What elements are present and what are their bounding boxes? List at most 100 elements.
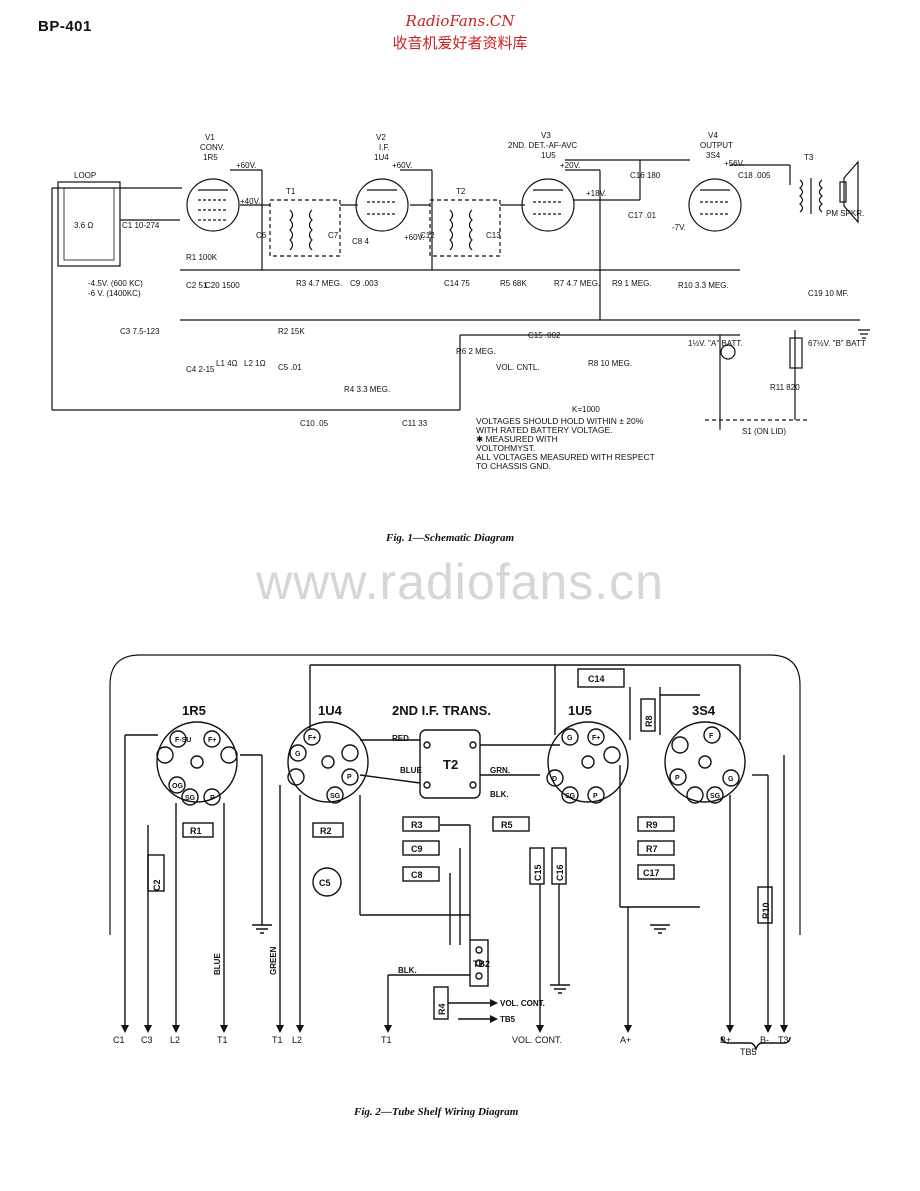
c11-label: C11 33 <box>402 419 428 428</box>
part-r9 <box>637 816 675 832</box>
c7-label: C7 <box>328 231 339 240</box>
wiring-diagram: 1R5 1U4 2ND I.F. TRANS. 1U5 3S4 T2 F-SU … <box>109 654 801 1055</box>
part-r5 <box>492 816 530 832</box>
r7-label: R7 4.7 MEG. <box>554 279 600 288</box>
v3-ref: V3 <box>541 131 551 140</box>
bias-note-1: -4.5V. (600 KC) <box>88 279 143 288</box>
svg-text:SG: SG <box>565 793 576 800</box>
c14-label: C14 75 <box>444 279 470 288</box>
transformer-t2 <box>419 729 481 799</box>
svg-text:C1: C1 <box>113 1035 125 1045</box>
fig2-caption: Fig. 2—Tube Shelf Wiring Diagram <box>354 1106 519 1118</box>
svg-text:R5: R5 <box>501 820 513 830</box>
r5-label: R5 68K <box>500 279 527 288</box>
v18-label: +18V. <box>586 189 606 198</box>
s1-label: S1 (ON LID) <box>742 427 786 436</box>
svg-text:R8: R8 <box>644 715 654 727</box>
svg-text:F+: F+ <box>208 737 216 744</box>
svg-text:G: G <box>728 776 734 783</box>
t2-title: T2 <box>443 757 458 772</box>
vneg7-label: -7V. <box>672 223 686 232</box>
v3-type: 1U5 <box>541 151 556 160</box>
b-batt-label: 67½V. "B" BATT <box>808 339 866 348</box>
c10-label: C10 .05 <box>300 419 329 428</box>
v3-func: 2ND. DET.-AF-AVC <box>508 141 577 150</box>
svg-text:VOL. CONT.: VOL. CONT. <box>500 999 545 1008</box>
l2-label: L2 1Ω <box>244 359 266 368</box>
svg-text:P: P <box>210 795 215 802</box>
v60c-label: +60V. <box>404 233 424 242</box>
c8-label: C8 4 <box>352 237 369 246</box>
part-tb2 <box>469 939 489 987</box>
v20-label: +20V. <box>560 161 580 170</box>
svg-text:SG: SG <box>185 795 196 802</box>
c9-label: C9 .003 <box>350 279 379 288</box>
c20-label: C20 1500 <box>205 281 240 290</box>
part-c16 <box>637 864 675 880</box>
v60b-label: +60V. <box>392 161 412 170</box>
part-r8 <box>640 698 656 732</box>
svg-text:TB2: TB2 <box>473 959 490 969</box>
svg-text:G: G <box>295 751 301 758</box>
spkr-label: PM SPKR. <box>826 209 864 218</box>
r1-label: R1 100K <box>186 253 218 262</box>
svg-text:GRN.: GRN. <box>490 766 510 775</box>
svg-text:C5: C5 <box>319 878 331 888</box>
svg-text:C3: C3 <box>141 1035 153 1045</box>
part-c15 <box>529 847 545 885</box>
svg-text:R1: R1 <box>190 826 202 836</box>
v2-func: I.F. <box>379 143 390 152</box>
svg-text:L2: L2 <box>170 1035 180 1045</box>
svg-text:C17: C17 <box>643 868 660 878</box>
svg-text:BLUE: BLUE <box>400 766 422 775</box>
transformer-t1-box <box>269 199 341 257</box>
svg-text:F: F <box>709 733 714 740</box>
svg-text:P: P <box>347 774 352 781</box>
loop-antenna-frame <box>57 181 121 267</box>
svg-text:C8: C8 <box>411 870 423 880</box>
vol-label: VOL. CNTL. <box>496 363 540 372</box>
c15-label: C15 .002 <box>528 331 561 340</box>
v40-label: +40V. <box>240 197 260 206</box>
svg-text:SG: SG <box>710 793 721 800</box>
t1-label: T1 <box>286 187 296 196</box>
transformer-t2-box <box>429 199 501 257</box>
svg-text:L2: L2 <box>292 1035 302 1045</box>
svg-text:GREEN: GREEN <box>269 946 278 975</box>
c1-label: C1 10-274 <box>122 221 160 230</box>
part-c14 <box>577 668 625 688</box>
r9-label: R9 1 MEG. <box>612 279 652 288</box>
part-r10 <box>757 886 773 924</box>
svg-text:C9: C9 <box>411 844 423 854</box>
svg-text:OG: OG <box>172 783 183 790</box>
t2-label: T2 <box>456 187 466 196</box>
c18-label: C18 .005 <box>738 171 771 180</box>
svg-text:B+: B+ <box>720 1035 731 1045</box>
svg-text:R7: R7 <box>646 844 658 854</box>
note-line-4: VOLTOHMYST. <box>476 443 535 453</box>
transformer-title: 2ND I.F. TRANS. <box>392 703 491 718</box>
fig1-caption: Fig. 1—Schematic Diagram <box>386 532 515 544</box>
v4-func: OUTPUT <box>700 141 733 150</box>
tube-v3-envelope <box>521 178 575 232</box>
svg-text:P: P <box>675 775 680 782</box>
svg-text:C16: C16 <box>555 864 565 881</box>
part-r7 <box>637 840 675 856</box>
tube-v2-envelope <box>355 178 409 232</box>
note-line-1: VOLTAGES SHOULD HOLD WITHIN ± 20% <box>476 416 644 426</box>
r8-label: R8 10 MEG. <box>588 359 632 368</box>
site-subtitle: 收音机爱好者资料库 <box>392 34 528 52</box>
tube-v1-envelope <box>186 178 240 232</box>
svg-text:C15: C15 <box>533 864 543 881</box>
part-c9 <box>402 840 440 856</box>
v56-label: +56V. <box>724 159 744 168</box>
part-c8 <box>402 866 440 882</box>
c16-label: C16 180 <box>630 171 661 180</box>
l1-label: L1 4Ω <box>216 359 238 368</box>
svg-text:B-: B- <box>760 1035 769 1045</box>
svg-text:VOL. CONT.: VOL. CONT. <box>512 1035 562 1045</box>
v1-func: CONV. <box>200 143 225 152</box>
v4-type: 3S4 <box>706 151 721 160</box>
document-id: BP-401 <box>38 18 92 35</box>
site-name[interactable]: RadioFans.CN <box>405 12 515 30</box>
